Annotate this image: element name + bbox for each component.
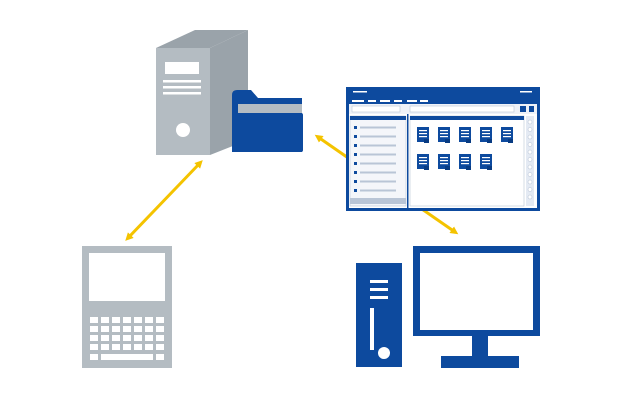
scroll-marker [527,187,533,192]
tree-node-line [360,135,396,138]
folder-icon [232,90,303,152]
tree-node-icon [354,135,357,138]
tree-node-icon [354,144,357,147]
scroll-marker [527,179,533,185]
tree-node-line [360,153,396,156]
tree-node-line [360,144,396,147]
keyboard-key [145,326,153,332]
tree-node-icon [354,171,357,174]
keyboard-key [156,317,164,323]
keyboard-key [101,344,109,350]
scroll-marker [527,172,533,177]
keyboard-key [134,335,142,341]
keyboard-key [145,335,153,341]
keyboard-key [156,326,164,332]
file-window-icon [346,87,540,211]
file-icon [480,127,492,143]
tree-node-icon [354,153,357,156]
keyboard-key [112,317,120,323]
keyboard-key [145,344,153,350]
file-icon [417,127,429,143]
tree-node-icon [354,126,357,129]
tree-node-line [360,180,396,183]
scroll-marker [527,142,533,147]
keyboard-key [123,317,131,323]
keyboard-key [123,344,131,350]
keyboard-key [156,335,164,341]
file-icon [501,127,513,143]
scroll-marker [527,119,533,125]
keyboard-key [90,335,98,341]
tree-node-line [360,126,396,129]
keyboard-key [90,326,98,332]
keyboard-key [134,326,142,332]
keyboard-key [90,354,98,360]
scroll-marker [527,134,533,140]
scroll-marker [527,127,533,132]
keyboard-key [134,344,142,350]
tree-node-icon [354,189,357,192]
tree-node-icon [354,162,357,165]
keyboard-key [101,317,109,323]
file-icon [438,154,450,170]
edge-server-laptop [125,160,203,241]
laptop-icon [82,246,172,368]
keyboard-key [123,326,131,332]
keyboard-key [123,335,131,341]
tree-node-line [360,189,396,192]
keyboard-key [90,317,98,323]
keyboard-key [112,335,120,341]
keyboard-key [101,326,109,332]
keyboard-key [112,344,120,350]
keyboard-key [90,344,98,350]
tree-node-line [360,171,396,174]
keyboard-key [101,335,109,341]
file-icon [459,127,471,143]
keyboard-key [156,344,164,350]
tree-node-line [360,162,396,165]
keyboard-spacebar [101,354,153,360]
file-icon [459,154,471,170]
keyboard-key [112,326,120,332]
file-icon [438,127,450,143]
keyboard-key [145,317,153,323]
scroll-marker [527,194,533,200]
scroll-marker [527,164,533,170]
keyboard-key [156,354,164,360]
scroll-marker [527,157,533,162]
file-icon [480,154,492,170]
scroll-marker [527,149,533,155]
keyboard-key [134,317,142,323]
tree-node-icon [354,180,357,183]
file-icon [417,154,429,170]
desktop-computer-icon [356,246,540,368]
